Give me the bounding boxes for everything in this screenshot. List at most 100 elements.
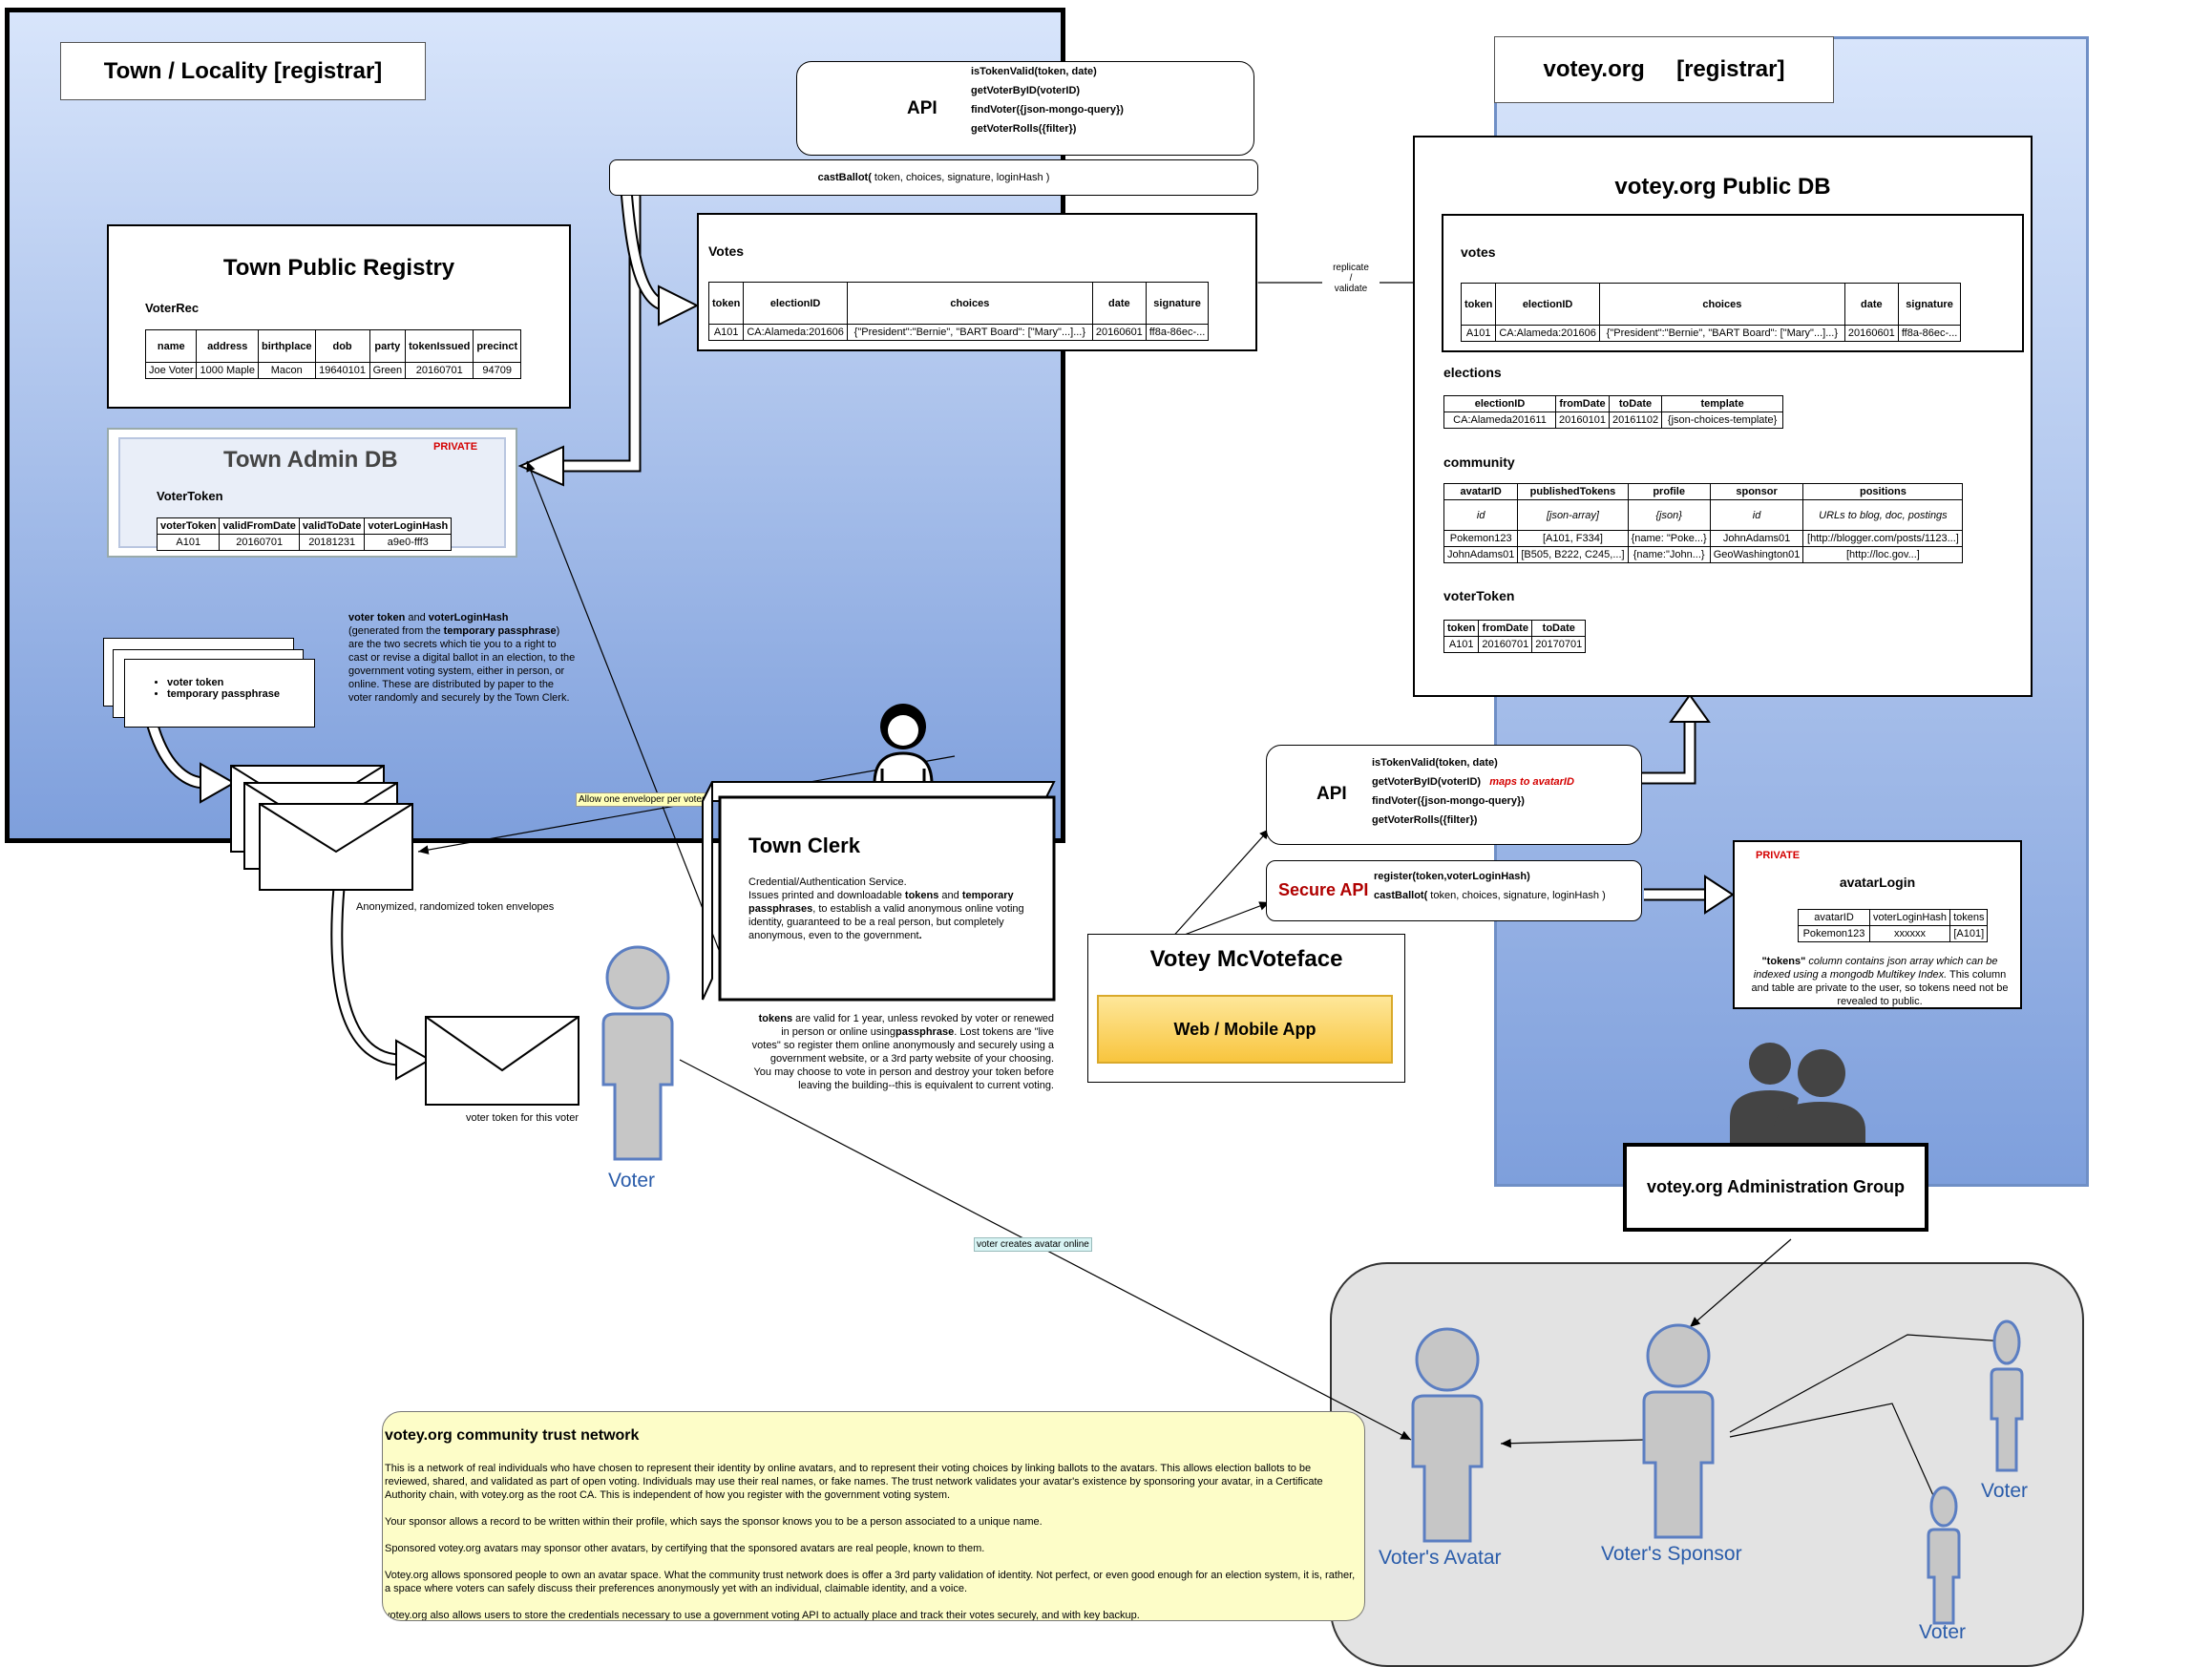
votey-api-methods: isTokenValid(token, date) getVoterByID(v… — [1372, 753, 1574, 830]
votey-votes-header-choices: choices — [1598, 283, 1845, 326]
trust-title: votey.org community trust network — [385, 1427, 640, 1444]
trust-note: votey.org community trust network This i… — [382, 1411, 1365, 1621]
community-cell: Pokemon123 — [1443, 530, 1519, 547]
elections-header-fromdate: fromDate — [1555, 395, 1610, 412]
registry-header-address: address — [196, 329, 259, 363]
maps-to-note: maps to avatarID — [1489, 776, 1574, 788]
votey-api-method-2: getVoterByID(voterID) — [1372, 776, 1482, 788]
community-cell: [http://loc.gov...] — [1802, 546, 1964, 563]
community-cell: [B505, B222, C245,...] — [1517, 546, 1629, 563]
community-cell: [A101, F334] — [1517, 530, 1629, 547]
votey-votes-header-token: token — [1460, 283, 1497, 326]
town-api-method-3: findVoter({json-mongo-query}) — [971, 104, 1124, 116]
community-type: URLs to blog, doc, postings — [1802, 499, 1964, 531]
avatar-login-cell: Pokemon123 — [1798, 925, 1870, 942]
town-title: Town / Locality [registrar] — [60, 42, 426, 100]
town-api-box[interactable]: API isTokenValid(token, date) getVoterBy… — [796, 61, 1254, 156]
avatar-label: Voter's Avatar — [1379, 1547, 1502, 1569]
token-note-b2: voterLoginHash — [428, 612, 509, 623]
clerk-desc-3c: . — [918, 930, 922, 941]
token-note-b3: temporary passphrase — [443, 625, 557, 637]
registry-header-party: party — [369, 329, 407, 363]
votey-api-method-1: isTokenValid(token, date) — [1372, 757, 1498, 769]
votey-db-title: votey.org Public DB — [1614, 174, 1831, 200]
paper-item-passphrase: temporary passphrase — [167, 688, 314, 700]
envelope-tag: Allow one enveloper per voter — [576, 792, 708, 807]
town-api-label: API — [907, 98, 937, 118]
admin-group-label: votey.org Administration Group — [1646, 1177, 1905, 1196]
app-button[interactable]: Web / Mobile App — [1097, 995, 1393, 1064]
votey-api-label: API — [1317, 784, 1347, 804]
voter-envelope-caption: voter token for this voter — [466, 1112, 579, 1124]
trust-p2: Your sponsor allows a record to be writt… — [385, 1516, 1043, 1528]
registry-header-tokenissued: tokenIssued — [405, 329, 474, 363]
secure-api-methods: register(token,voterLoginHash) castBallo… — [1374, 867, 1606, 905]
town-votes-cell: 20160601 — [1091, 324, 1147, 341]
admin-header-loginhash: voterLoginHash — [364, 517, 453, 535]
town-api-method-1: isTokenValid(token, date) — [971, 66, 1097, 77]
town-admin-title: Town Admin DB — [223, 447, 398, 473]
elections-title: elections — [1443, 365, 1502, 380]
registry-header-birthplace: birthplace — [257, 329, 316, 363]
trust-p4: Votey.org allows sponsored people to own… — [385, 1570, 1356, 1594]
community-cell: JohnAdams01 — [1709, 530, 1804, 547]
avatar-login-header-tokens: tokens — [1949, 909, 1989, 926]
cast-ballot-bar[interactable]: castBallot( token, choices, signature, l… — [609, 159, 1258, 196]
voter-small-icon-1 — [1990, 1319, 2024, 1472]
avatar-login-private-badge: PRIVATE — [1756, 850, 1801, 861]
envelopes-caption: Anonymized, randomized token envelopes — [356, 901, 555, 913]
voter-token-header-token: token — [1443, 620, 1480, 637]
community-cell: {name:"John...} — [1627, 546, 1711, 563]
elections-cell: CA:Alameda201611 — [1443, 411, 1556, 429]
elections-cell: {json-choices-template} — [1661, 411, 1784, 429]
clerk-desc-1: Credential/Authentication Service. — [748, 876, 907, 888]
registry-cell: 19640101 — [314, 362, 370, 379]
votey-api-box[interactable]: API isTokenValid(token, date) getVoterBy… — [1266, 745, 1642, 845]
town-votes-cell: ff8a-86ec-... — [1145, 324, 1210, 341]
voter-token-title: voterToken — [1443, 588, 1515, 603]
votey-votes-header-signature: signature — [1897, 283, 1962, 326]
town-votes-cell: CA:Alameda:201606 — [743, 324, 848, 341]
voter-small-label-1: Voter — [1981, 1480, 2029, 1502]
voter-small-icon-2 — [1927, 1486, 1961, 1625]
secure-api-method-2a: castBallot( — [1374, 890, 1428, 901]
avatar-person-icon — [1411, 1327, 1484, 1543]
registry-cell: Green — [369, 362, 407, 379]
table-row: Pokemon123[A101, F334]{name: "Poke...}Jo… — [1443, 530, 1964, 547]
votey-votes-cell: ff8a-86ec-... — [1897, 325, 1962, 342]
secure-api-box[interactable]: Secure API register(token,voterLoginHash… — [1266, 860, 1642, 921]
table-row: JohnAdams01[B505, B222, C245,...]{name:"… — [1443, 546, 1964, 563]
town-api-methods: isTokenValid(token, date) getVoterByID(v… — [971, 62, 1124, 138]
votey-votes-header-date: date — [1843, 283, 1899, 326]
town-votes-header-date: date — [1091, 282, 1147, 325]
registry-header-precinct: precinct — [473, 329, 522, 363]
secure-api-method-1: register(token,voterLoginHash) — [1374, 871, 1530, 882]
registry-cell: Macon — [257, 362, 316, 379]
community-header-avatarid: avatarID — [1443, 483, 1519, 500]
replicate-label: replicate / validate — [1322, 263, 1380, 294]
trust-body: This is a network of real individuals wh… — [385, 1462, 1359, 1620]
paper-sheet-front: voter token temporary passphrase — [124, 659, 315, 728]
community-header-positions: positions — [1802, 483, 1964, 500]
tokens-note-b2: passphrase — [895, 1026, 955, 1038]
voter-token-cell: 20170701 — [1531, 636, 1587, 653]
avatar-login-header-loginhash: voterLoginHash — [1868, 909, 1951, 926]
town-votes-header-choices: choices — [846, 282, 1093, 325]
voter-token-cell: 20160701 — [1478, 636, 1533, 653]
admin-header-votertoken: voterToken — [156, 517, 221, 535]
clerk-person-icon — [873, 704, 934, 786]
token-note-t2: (generated from the — [348, 625, 444, 637]
tokens-note-b1: tokens — [758, 1013, 793, 1024]
app-box: Votey McVoteface Web / Mobile App — [1087, 934, 1405, 1083]
cast-ballot-args: token, choices, signature, loginHash ) — [871, 172, 1050, 183]
registry-header-dob: dob — [314, 329, 370, 363]
online-tag: voter creates avatar online — [974, 1237, 1092, 1252]
clerk-desc-2c: and — [938, 890, 962, 901]
town-registry-title: Town Public Registry — [222, 255, 455, 281]
